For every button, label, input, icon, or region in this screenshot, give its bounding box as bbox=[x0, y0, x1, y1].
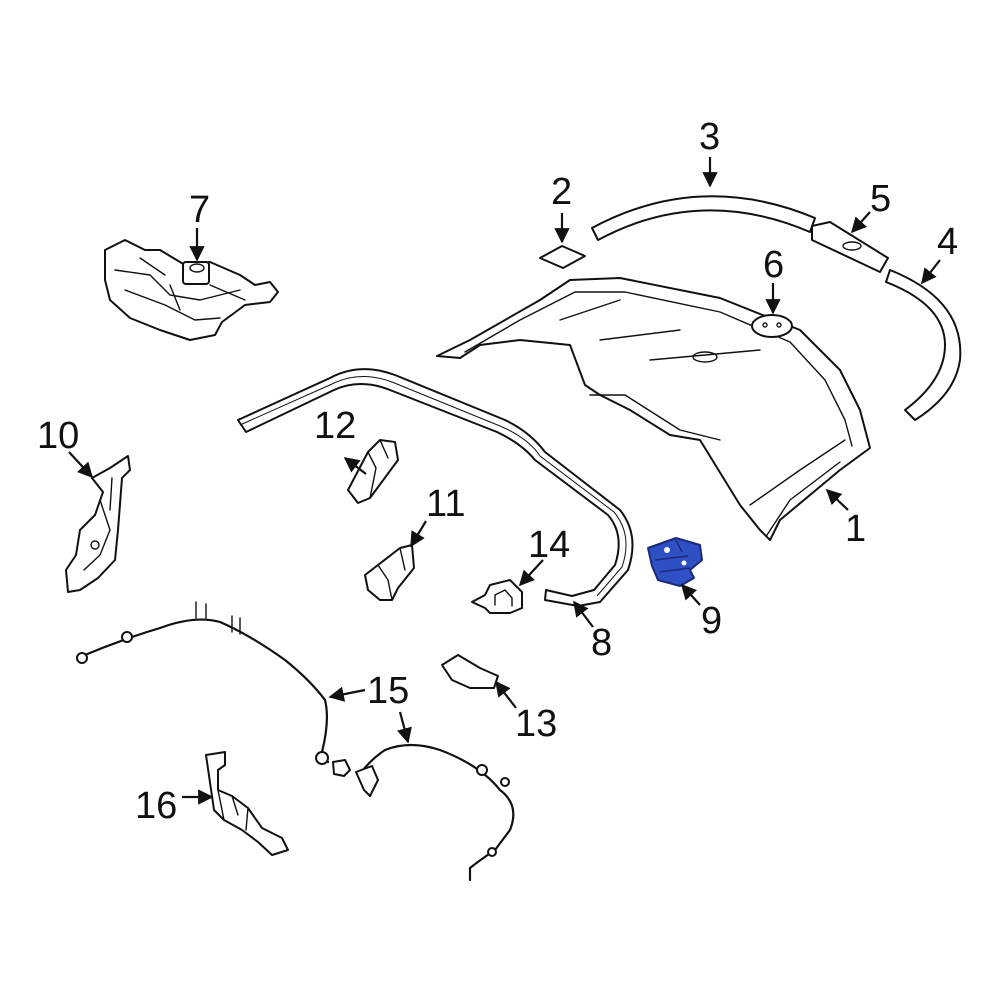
part-7-bracket-assembly[interactable] bbox=[104, 239, 279, 341]
part-16-mounting-bracket[interactable] bbox=[205, 751, 289, 856]
callout-13: 13 bbox=[515, 703, 557, 745]
part-2-pad[interactable] bbox=[539, 245, 586, 269]
part-5-trim-end[interactable] bbox=[811, 221, 889, 273]
callout-6: 6 bbox=[763, 244, 784, 286]
callout-16: 16 bbox=[135, 785, 177, 827]
callout-4: 4 bbox=[937, 221, 958, 263]
leader-arrows bbox=[68, 157, 941, 805]
callout-12: 12 bbox=[314, 405, 356, 447]
part-1-top-cover[interactable] bbox=[436, 277, 871, 541]
callout-15: 15 bbox=[367, 670, 409, 712]
part-4-side-trim[interactable] bbox=[885, 269, 962, 421]
callout-8: 8 bbox=[591, 622, 612, 664]
part-10-hinge-bracket[interactable] bbox=[65, 455, 131, 593]
callout-7: 7 bbox=[189, 189, 210, 231]
callout-14: 14 bbox=[528, 524, 570, 566]
part-11-clip[interactable] bbox=[364, 544, 415, 601]
part-14-latch-cover[interactable] bbox=[471, 579, 523, 614]
callout-5: 5 bbox=[870, 178, 891, 220]
callout-11: 11 bbox=[426, 483, 465, 525]
part-12-block[interactable] bbox=[347, 439, 399, 504]
part-6-plug[interactable] bbox=[751, 314, 793, 338]
part-8-seal[interactable] bbox=[237, 368, 634, 607]
callout-3: 3 bbox=[699, 116, 720, 158]
part-9-latch-bracket-highlighted[interactable] bbox=[647, 537, 703, 587]
part-15-cable-harness[interactable] bbox=[76, 601, 515, 882]
callout-10: 10 bbox=[37, 415, 79, 457]
callout-2: 2 bbox=[551, 171, 572, 213]
part-13-bracket[interactable] bbox=[441, 654, 499, 689]
part-3-trim-strip[interactable] bbox=[591, 195, 816, 241]
callout-9: 9 bbox=[701, 600, 722, 642]
callout-1: 1 bbox=[845, 508, 866, 550]
